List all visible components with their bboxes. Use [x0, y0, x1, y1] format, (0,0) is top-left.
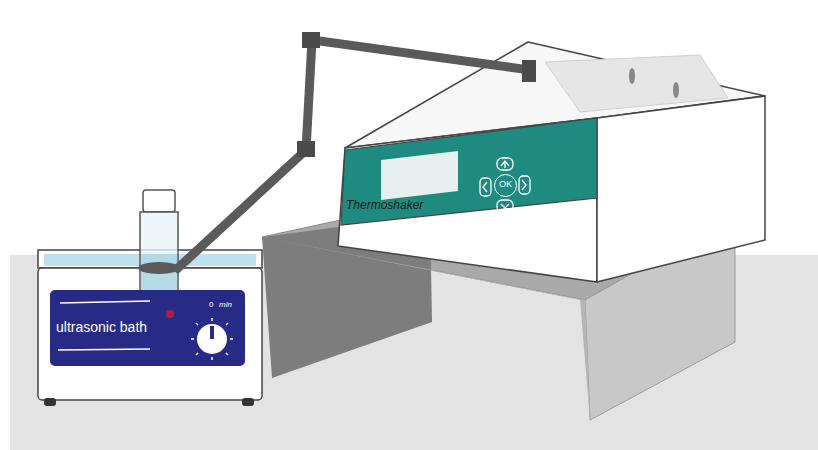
clamp-joint — [302, 32, 320, 48]
control-panel: Thermoshaker OK — [335, 112, 603, 232]
clamp-joint — [297, 141, 315, 157]
power-lamp — [166, 310, 174, 318]
clamp-holder — [522, 60, 536, 82]
arrow-buttons — [480, 158, 530, 212]
shaker-front — [338, 118, 597, 282]
shaker-side — [597, 96, 765, 282]
panel-stripe — [60, 301, 150, 303]
device-label: Thermoshaker — [346, 199, 423, 212]
shaker-plate — [545, 55, 728, 112]
button-label: OK — [499, 180, 512, 190]
display-screen — [381, 151, 458, 200]
panel-face — [341, 118, 597, 225]
panel-stripe — [58, 349, 150, 350]
control-panel: ultrasonic bath 0 min — [50, 290, 245, 366]
vial-cap — [143, 190, 175, 212]
vial-clamp — [138, 262, 180, 274]
dial-unit: min — [219, 301, 232, 310]
device-label: ultrasonic bath — [56, 320, 147, 335]
panel-outline — [335, 112, 603, 232]
ok-button: OK — [494, 174, 517, 197]
tube-slot — [673, 82, 679, 98]
dial-mark: 0 — [209, 301, 213, 310]
bath-foot — [44, 398, 56, 406]
timer-dial — [191, 318, 233, 360]
tube-slot — [629, 68, 635, 84]
bath-foot — [242, 398, 254, 406]
